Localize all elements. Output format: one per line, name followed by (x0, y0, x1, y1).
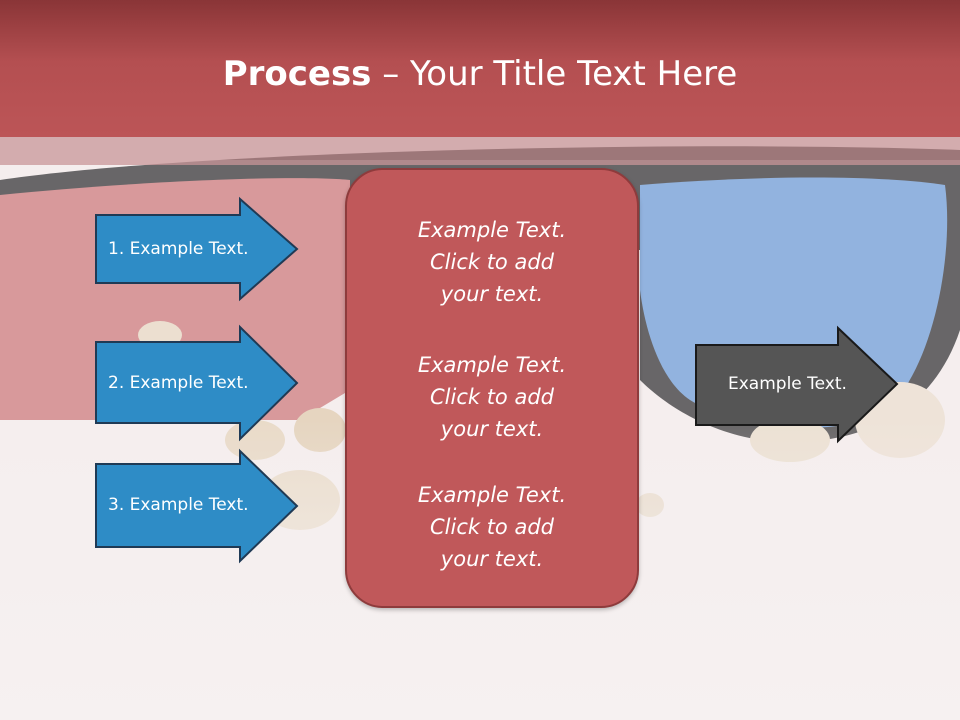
slide-title: Process – Your Title Text Here (0, 52, 960, 96)
title-bar (0, 0, 960, 137)
paragraph-2-line-2: Click to add (429, 385, 554, 409)
arrow-shape (95, 196, 299, 302)
center-paragraph-1: Example Text. Click to add your text. (347, 214, 637, 310)
paragraph-3-line-3: your text. (440, 547, 544, 571)
paragraph-2-line-3: your text. (440, 417, 544, 441)
center-paragraph-2: Example Text. Click to add your text. (347, 349, 637, 445)
title-band (0, 137, 960, 165)
center-text-box[interactable]: Example Text. Click to add your text. Ex… (345, 168, 639, 608)
left-arrow-3[interactable]: 3. Example Text. (95, 448, 299, 564)
right-arrow-label: Example Text. (728, 374, 847, 394)
paragraph-1-line-2: Click to add (429, 250, 554, 274)
left-arrow-1[interactable]: 1. Example Text. (95, 196, 299, 302)
left-arrow-2[interactable]: 2. Example Text. (95, 324, 299, 442)
center-paragraph-3: Example Text. Click to add your text. (347, 479, 637, 575)
arrow-shape (95, 448, 299, 564)
paragraph-1-line-3: your text. (440, 282, 544, 306)
arrow-shape (695, 325, 899, 444)
paragraph-1-line-1: Example Text. (417, 218, 567, 242)
paragraph-3-line-1: Example Text. (417, 483, 567, 507)
left-arrow-2-label: 2. Example Text. (108, 373, 249, 393)
left-arrow-1-label: 1. Example Text. (108, 239, 249, 259)
paragraph-3-line-2: Click to add (429, 515, 554, 539)
paragraph-2-line-1: Example Text. (417, 353, 567, 377)
title-rest: – Your Title Text Here (371, 54, 738, 94)
right-arrow[interactable]: Example Text. (695, 325, 900, 444)
left-arrow-3-label: 3. Example Text. (108, 495, 249, 515)
title-bold: Process (222, 54, 372, 94)
arrow-shape (95, 324, 299, 442)
